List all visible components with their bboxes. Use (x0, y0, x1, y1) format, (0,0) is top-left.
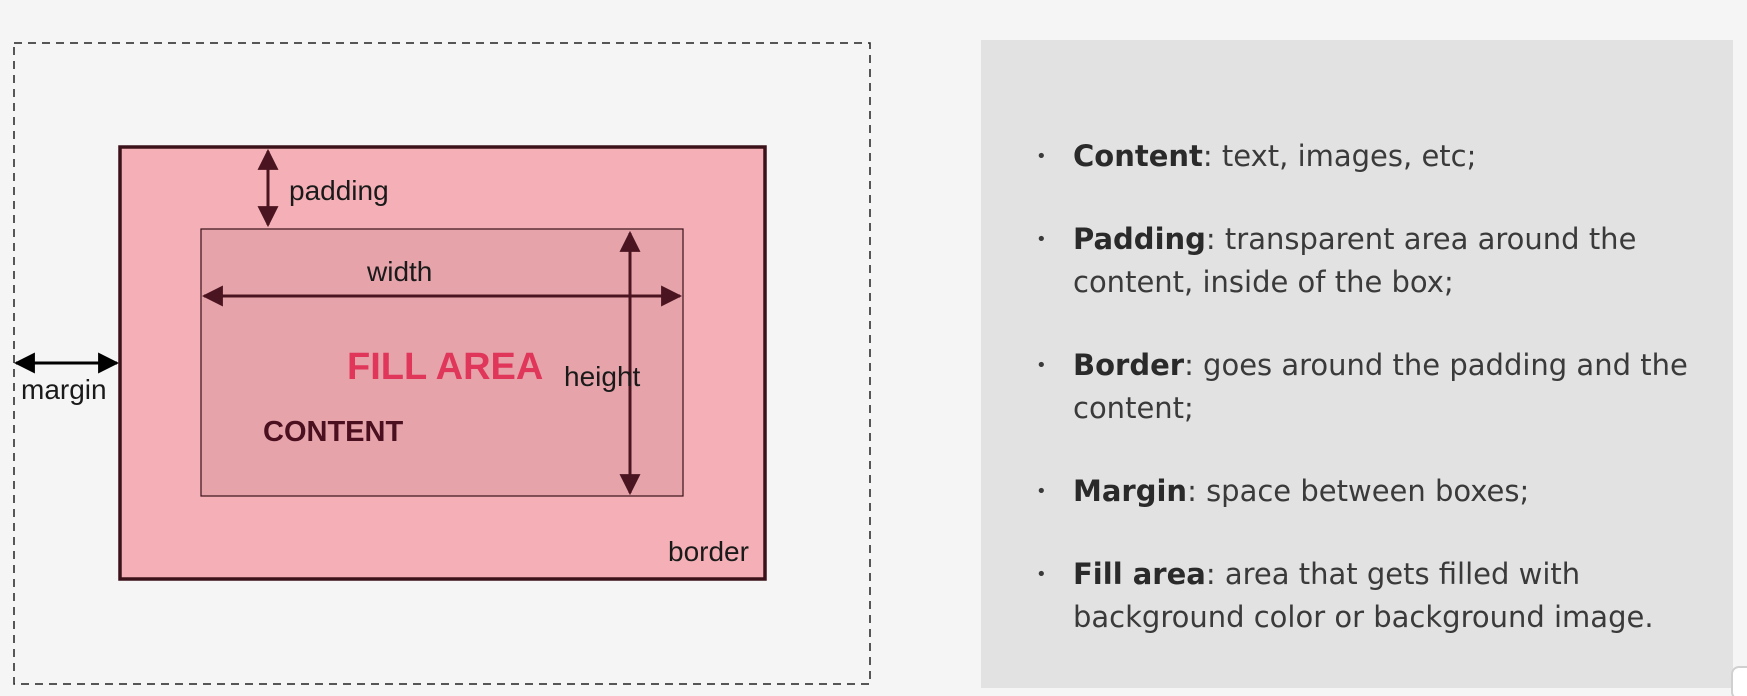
legend-description: : space between boxes; (1187, 474, 1530, 508)
legend-description: : area that gets filled with background … (1073, 557, 1654, 634)
legend-item-fill-area: • Fill area: area that gets filled with b… (1036, 553, 1701, 639)
legend-item-margin: • Margin: space between boxes; (1036, 470, 1701, 513)
legend-term: Margin (1073, 474, 1188, 508)
content-box (200, 228, 684, 497)
legend-description: : transparent area around the content, i… (1073, 222, 1637, 299)
box-model-diagram: padding width height margin FILL AREA CO… (13, 42, 871, 685)
corner-handle[interactable] (1731, 666, 1747, 696)
padding-label: padding (289, 175, 389, 206)
legend-description: : text, images, etc; (1202, 139, 1477, 173)
content-label: CONTENT (263, 416, 403, 448)
bullet-icon: • (1036, 229, 1047, 250)
bullet-icon: • (1036, 481, 1047, 502)
border-label: border (668, 536, 749, 567)
legend-item-border: • Border: goes around the padding and the… (1036, 344, 1701, 430)
bullet-icon: • (1036, 564, 1047, 585)
bullet-icon: • (1036, 355, 1047, 376)
legend-term: Content (1073, 139, 1203, 173)
fill-area-label: FILL AREA (347, 346, 543, 388)
legend-list: • Content: text, images, etc; • Padding: t… (1036, 135, 1701, 679)
legend-panel: • Content: text, images, etc; • Padding: t… (981, 40, 1733, 688)
legend-term: Fill area (1073, 557, 1206, 591)
legend-term: Padding (1073, 222, 1206, 256)
bullet-icon: • (1036, 146, 1047, 167)
legend-item-content: • Content: text, images, etc; (1036, 135, 1701, 178)
legend-term: Border (1073, 348, 1185, 382)
legend-item-padding: • Padding: transparent area around the co… (1036, 218, 1701, 304)
height-label: height (564, 361, 641, 392)
margin-label: margin (21, 374, 107, 405)
margin-outline (13, 42, 871, 685)
legend-description: : goes around the padding and the conten… (1073, 348, 1688, 425)
width-label: width (366, 256, 432, 287)
